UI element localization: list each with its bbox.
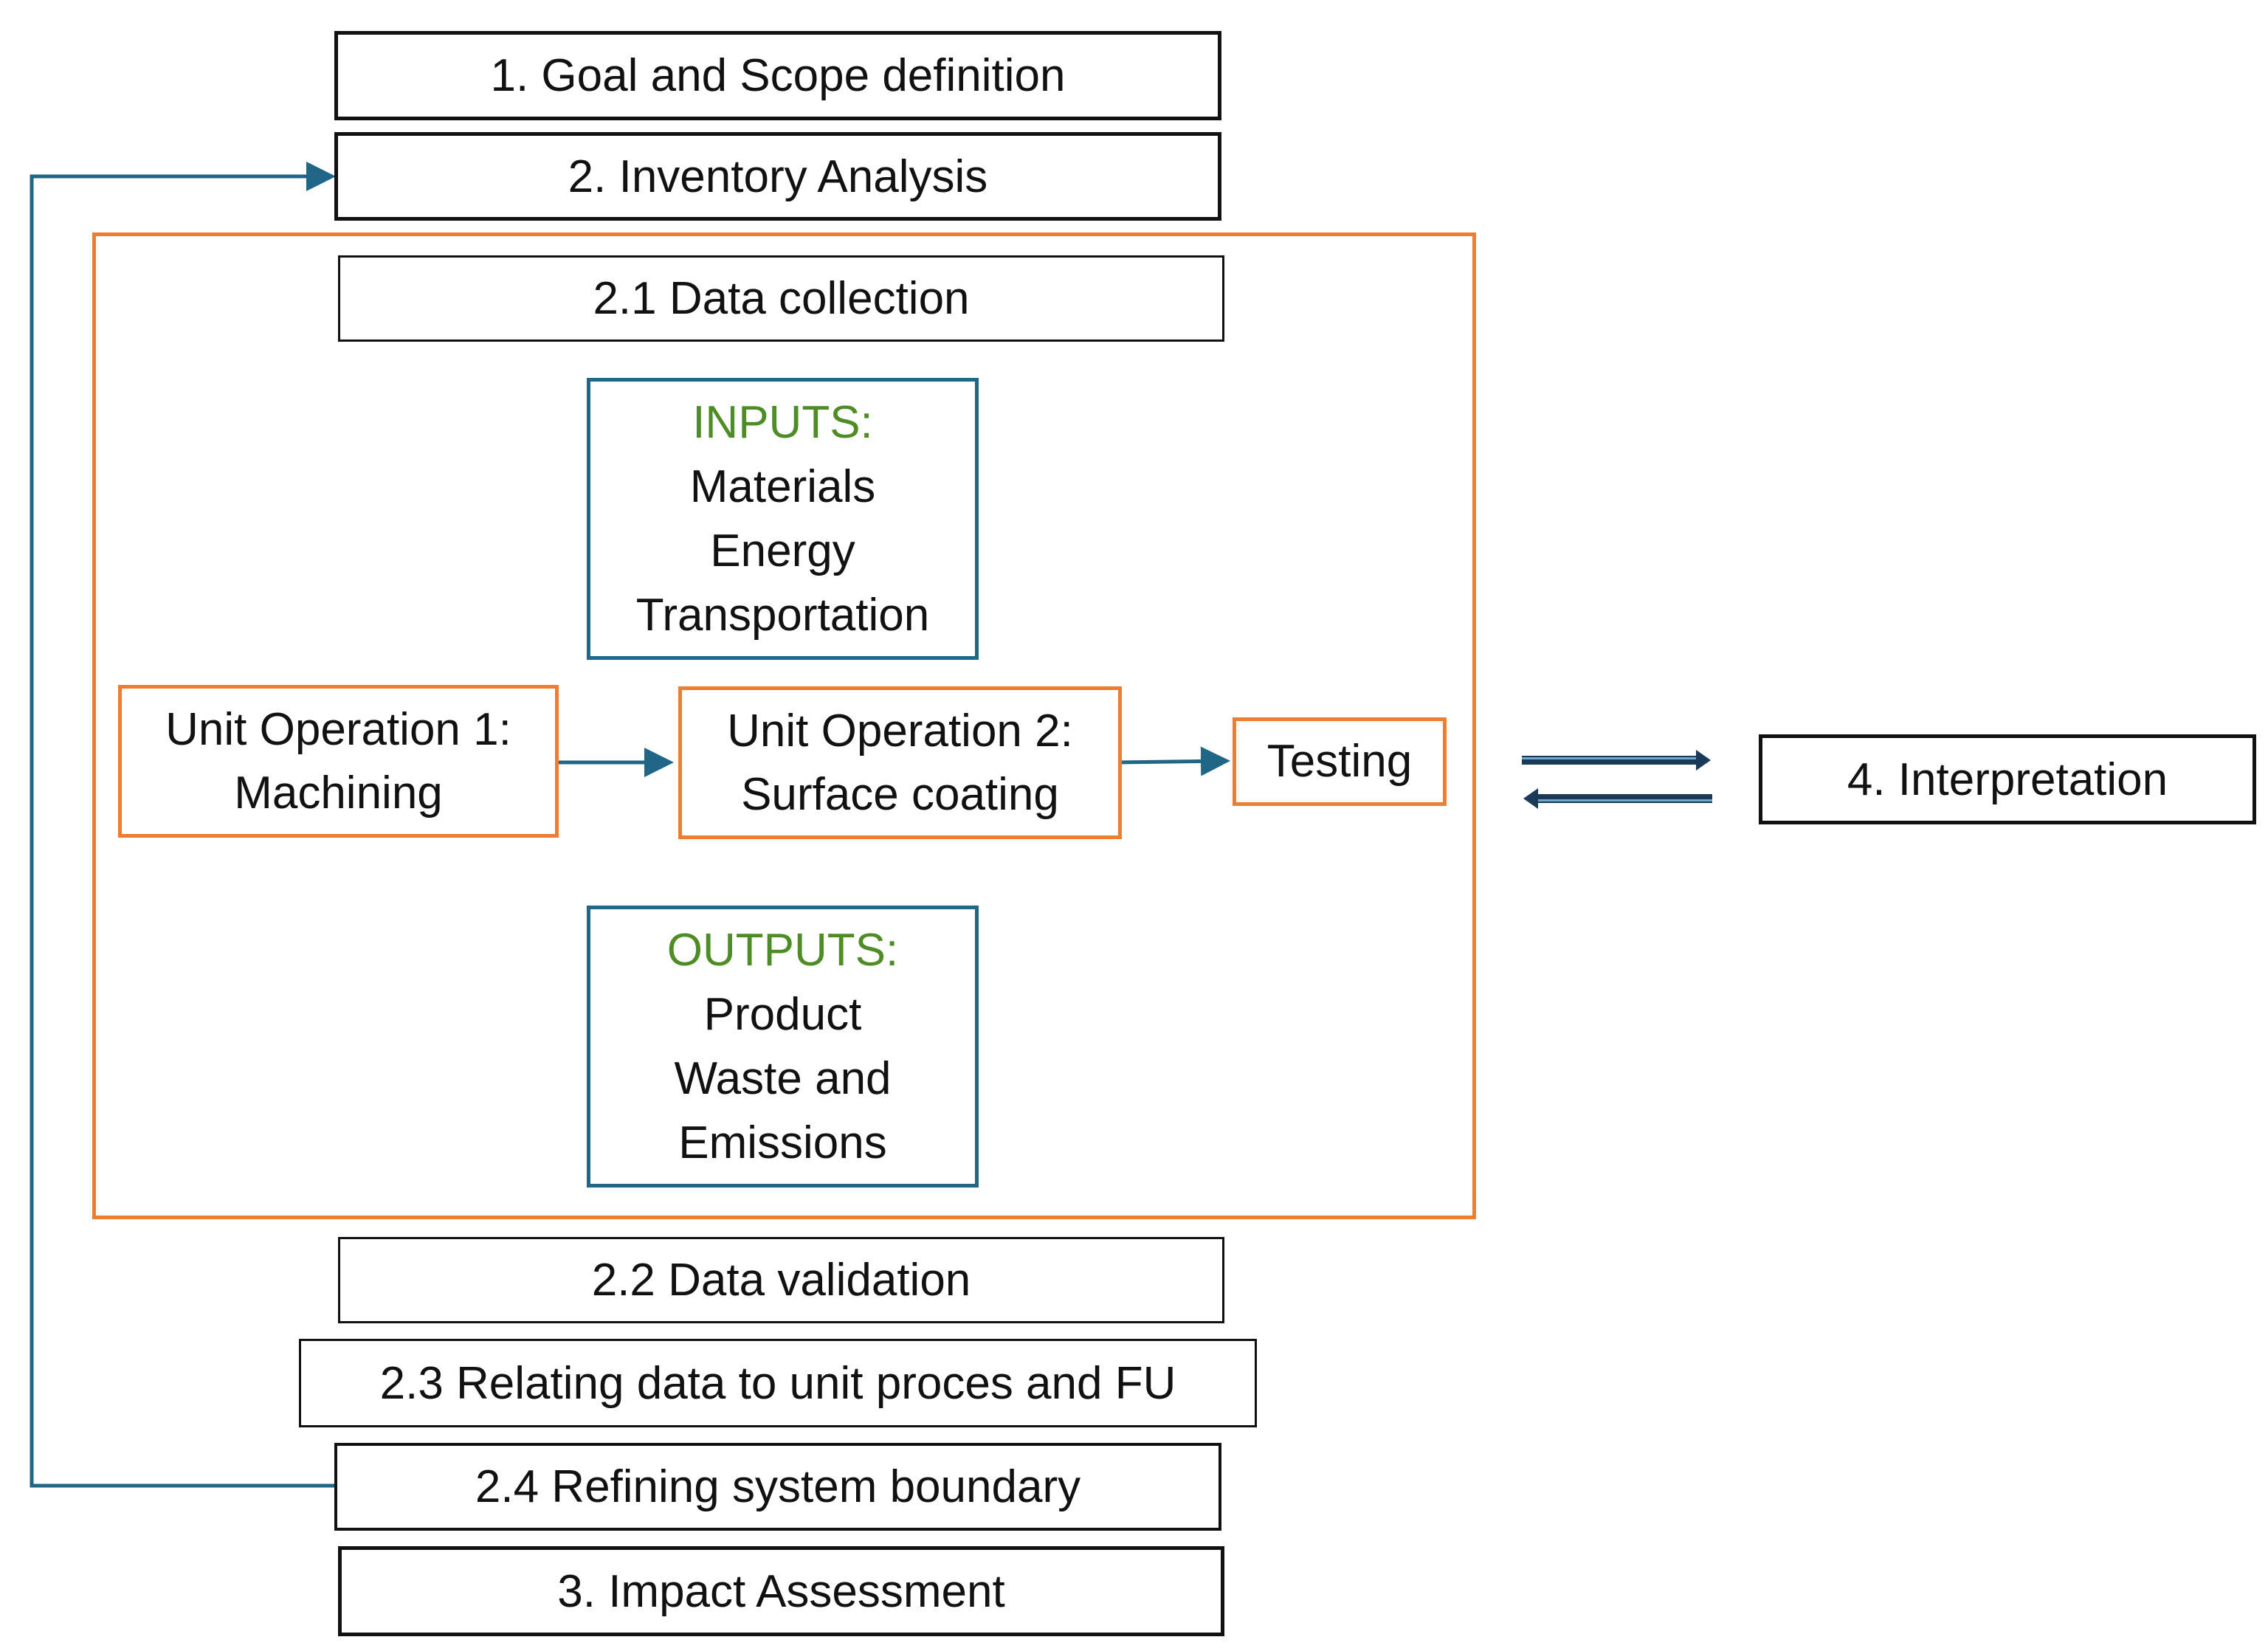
impact-assessment-label: 3. Impact Assessment [557,1565,1005,1617]
data-collection-label: 2.1 Data collection [593,273,970,324]
unit-operation-2-process: Surface coating [741,768,1059,820]
testing-label: Testing [1266,736,1413,787]
outputs-heading: OUTPUTS: [666,925,899,976]
testing-box: Testing [1233,717,1447,806]
data-collection-box: 2.1 Data collection [338,255,1224,342]
outputs-item-emissions: Emissions [678,1117,887,1168]
inventory-analysis-box: 2. Inventory Analysis [334,132,1221,221]
outputs-item-waste: Waste and [674,1053,892,1104]
unit-operation-2-box: Unit Operation 2: Surface coating [678,686,1122,839]
inputs-item-transportation: Transportation [635,590,930,641]
unit-operation-1-box: Unit Operation 1: Machining [118,685,559,838]
unit-operation-1-title: Unit Operation 1: [165,703,511,755]
goal-scope-box: 1. Goal and Scope definition [334,31,1221,120]
relating-data-label: 2.3 Relating data to unit proces and FU [379,1357,1176,1409]
arrow-left-icon [1523,788,1712,809]
refining-boundary-label: 2.4 Refining system boundary [475,1461,1081,1512]
arrow-right-icon [1522,750,1711,771]
inputs-item-energy: Energy [710,525,855,576]
inputs-item-materials: Materials [689,461,876,512]
interpretation-label: 4. Interpretation [1847,754,2168,805]
unit-operation-1-process: Machining [234,767,443,818]
impact-assessment-box: 3. Impact Assessment [338,1546,1224,1636]
unit-operation-2-title: Unit Operation 2: [727,705,1073,756]
outputs-item-product: Product [703,989,862,1040]
inputs-box: INPUTS: Materials Energy Transportation [587,378,979,660]
interpretation-box: 4. Interpretation [1759,734,2256,824]
outputs-box: OUTPUTS: Product Waste and Emissions [587,906,979,1188]
inputs-heading: INPUTS: [692,397,873,448]
goal-scope-label: 1. Goal and Scope definition [490,50,1066,101]
relating-data-box: 2.3 Relating data to unit proces and FU [299,1339,1257,1427]
data-validation-box: 2.2 Data validation [338,1237,1224,1323]
refining-boundary-box: 2.4 Refining system boundary [334,1443,1221,1531]
inventory-analysis-label: 2. Inventory Analysis [568,151,988,202]
data-validation-label: 2.2 Data validation [591,1255,971,1306]
